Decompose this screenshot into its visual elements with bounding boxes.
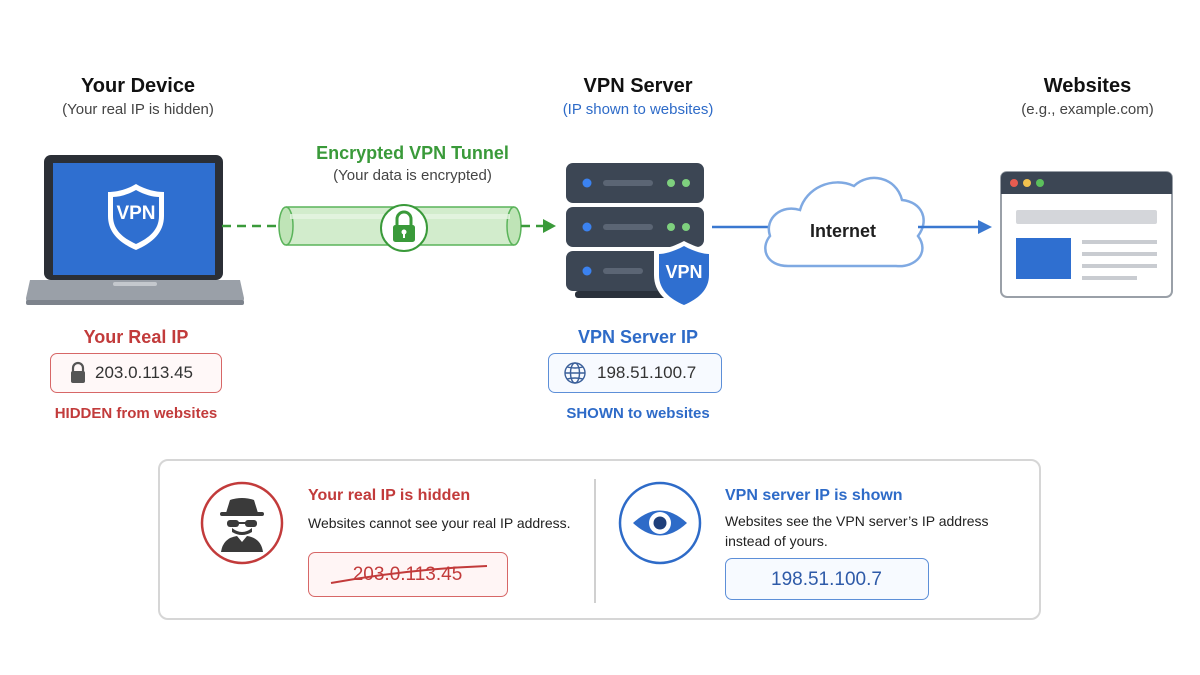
real-ip-box: 203.0.113.45 (50, 353, 222, 393)
internet-label: Internet (809, 221, 876, 241)
tunnel-title: Encrypted VPN Tunnel (316, 143, 509, 163)
padlock-icon (71, 361, 85, 383)
browser-window-icon (1000, 171, 1173, 298)
real-ip-value: 203.0.113.45 (95, 363, 193, 382)
server-vpn-shield-icon (654, 241, 714, 310)
websites-title: Websites (1043, 75, 1132, 97)
server-ip-value: 198.51.100.7 (597, 363, 697, 382)
websites-subtitle: (e.g., example.com) (1021, 101, 1154, 118)
hidden-ip-box: 203.0.113.45 (308, 552, 508, 597)
padlock-icon (380, 204, 428, 252)
shown-summary-desc-1: Websites see the VPN server’s IP address (725, 513, 989, 529)
shown-summary-desc-2: instead of yours. (725, 533, 828, 549)
server-subtitle: (IP shown to websites) (562, 101, 714, 118)
real-ip-label: Your Real IP (83, 327, 189, 347)
shown-summary-title: VPN server IP is shown (725, 487, 903, 504)
server-vpn-badge: VPN (665, 262, 703, 282)
server-title: VPN Server (583, 75, 693, 97)
hidden-summary-title: Your real IP is hidden (308, 487, 471, 504)
shown-ip-value: 198.51.100.7 (771, 569, 882, 590)
server-ip-status: SHOWN to websites (566, 405, 710, 422)
arrow-right-icon (543, 219, 556, 233)
device-vpn-badge: VPN (116, 203, 156, 224)
vpn-flow-diagram (26, 155, 1173, 310)
real-ip-status: HIDDEN from websites (54, 405, 218, 422)
server-ip-label: VPN Server IP (577, 327, 699, 347)
divider (594, 479, 596, 603)
tunnel-subtitle: (Your data is encrypted) (333, 167, 492, 184)
device-subtitle: (Your real IP is hidden) (62, 101, 214, 118)
device-title: Your Device (80, 75, 196, 97)
globe-icon (564, 362, 586, 384)
shown-ip-box: 198.51.100.7 (725, 558, 929, 600)
arrow-right-icon (978, 220, 992, 234)
cloud-icon (764, 176, 925, 268)
summary-panel: Your real IP is hidden Websites cannot s… (158, 459, 1041, 620)
strikethrough-line (330, 565, 488, 584)
server-ip-box: 198.51.100.7 (548, 353, 722, 393)
vpn-shield-icon (108, 184, 164, 250)
hidden-summary-desc: Websites cannot see your real IP address… (308, 515, 571, 531)
spy-incognito-icon (200, 481, 284, 565)
eye-icon (618, 481, 702, 565)
